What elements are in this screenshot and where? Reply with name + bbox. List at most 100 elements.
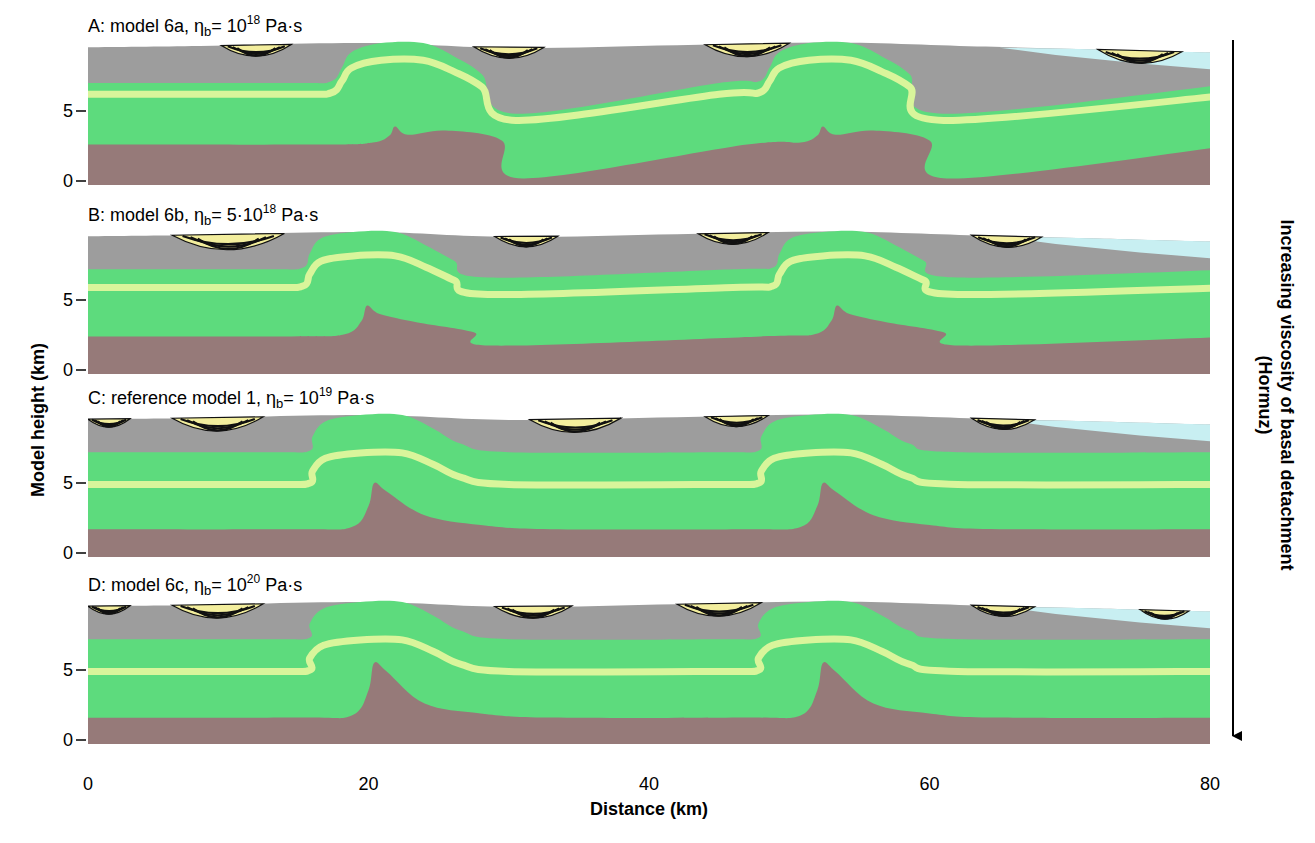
unit: Pa·s: [265, 16, 302, 36]
growth-basin: [88, 606, 130, 614]
exponent: 20: [247, 572, 260, 586]
exponent: 18: [263, 202, 276, 216]
marker-layer: [88, 59, 1210, 120]
growth-basin: [172, 417, 263, 431]
panel-name: C: reference model 1, η: [88, 388, 276, 408]
trend-text: Increasing viscosity of basal detachment: [1276, 219, 1298, 570]
growth-basin: [172, 234, 284, 250]
competent-layer: [88, 414, 1210, 557]
basin-strata: [98, 421, 121, 426]
tick-label: 40: [639, 773, 659, 795]
viscosity-value: = 10: [211, 575, 247, 595]
tick-label: 5: [63, 100, 73, 122]
viscosity-value: = 10: [211, 16, 247, 36]
marine-wedge: [1000, 420, 1210, 443]
tick-label: 5: [63, 472, 73, 494]
basin-strata: [724, 47, 770, 56]
axis-tick: [76, 482, 86, 484]
growth-basin: [530, 418, 621, 432]
basin-strata: [490, 50, 528, 58]
basal-detachment: [88, 305, 1210, 374]
competent-layer: [88, 601, 1210, 744]
panel-title: C: reference model 1, ηb= 1019 Pa·s: [88, 381, 374, 415]
panel-name: D: model 6c, η: [88, 575, 204, 595]
subscript: b: [204, 213, 211, 228]
axis-title: Distance (km): [590, 798, 708, 820]
unit: Pa·s: [281, 205, 318, 225]
basin-strata: [512, 610, 554, 618]
growth-basin: [1140, 610, 1189, 620]
basin-strata: [551, 423, 601, 432]
basin-strata: [696, 607, 742, 616]
basin-strata: [986, 609, 1020, 616]
tick-label: 0: [63, 170, 73, 192]
axis-tick: [76, 369, 86, 371]
axis-tick: [76, 669, 86, 671]
trend-arrow: [1232, 40, 1234, 736]
growth-basin: [705, 416, 768, 427]
viscosity-value: = 5·10: [211, 205, 263, 225]
tick-label: 0: [63, 729, 73, 751]
basal-detachment: [88, 662, 1210, 744]
tick-label: 0: [63, 542, 73, 564]
basin-strata: [1151, 613, 1178, 619]
basin-strata: [98, 608, 121, 613]
basin-strata: [193, 421, 243, 430]
unit: Pa·s: [265, 575, 302, 595]
tick-label: 80: [1200, 773, 1220, 795]
panel-title: B: model 6b, ηb= 5·1018 Pa·s: [88, 198, 318, 232]
basin-strata: [1117, 54, 1163, 63]
growth-basin: [221, 44, 291, 56]
marker-layer: [88, 452, 1210, 485]
competent-layer: [88, 42, 1210, 185]
basin-strata: [509, 239, 543, 246]
basin-strata: [198, 239, 259, 249]
growth-basin: [172, 604, 263, 618]
cross-section: [88, 231, 1210, 374]
tick-label: 5: [63, 659, 73, 681]
growth-basin: [474, 47, 544, 59]
panel-title: A: model 6a, ηb= 1018Pa·s: [88, 9, 302, 43]
viscosity-value: = 10: [283, 388, 319, 408]
exponent: 18: [247, 13, 260, 27]
axis-tick: [76, 739, 86, 741]
unit: Pa·s: [337, 388, 374, 408]
axis-tick: [76, 180, 86, 182]
marine-wedge: [1000, 607, 1210, 630]
marker-layer: [88, 639, 1210, 672]
tick-label: 0: [83, 773, 93, 795]
axis-tick: [76, 110, 86, 112]
growth-basin: [972, 235, 1042, 247]
competent-layer: [88, 231, 1210, 374]
tick-label: 0: [63, 359, 73, 381]
cross-section: [88, 601, 1210, 744]
basal-detachment: [88, 482, 1210, 557]
marker-layer: [88, 255, 1210, 295]
marine-wedge: [1000, 48, 1210, 71]
growth-basin: [972, 605, 1035, 616]
growth-basin: [1098, 49, 1182, 63]
cross-section: [88, 42, 1210, 185]
basin-strata: [193, 608, 243, 617]
exponent: 19: [319, 385, 332, 399]
basin-strata: [714, 236, 752, 244]
trend-text: (Hormuz): [1254, 219, 1276, 570]
axis-tick: [76, 299, 86, 301]
growth-basin: [495, 236, 558, 247]
panel-title: D: model 6c, ηb= 1020 Pa·s: [88, 568, 302, 602]
growth-basin: [972, 418, 1035, 429]
basin-strata: [719, 419, 753, 426]
growth-basin: [88, 419, 130, 427]
axis-title: Model height (km): [27, 343, 49, 497]
tick-label: 5: [63, 289, 73, 311]
subscript: b: [204, 583, 211, 598]
subscript: b: [276, 396, 283, 411]
panel-name: B: model 6b, η: [88, 205, 204, 225]
tick-label: 20: [358, 773, 378, 795]
basal-detachment: [88, 126, 1210, 185]
trend-label: Increasing viscosity of basal detachment…: [1254, 219, 1298, 570]
cross-section: [88, 414, 1210, 557]
basin-strata: [237, 48, 275, 56]
subscript: b: [204, 24, 211, 39]
